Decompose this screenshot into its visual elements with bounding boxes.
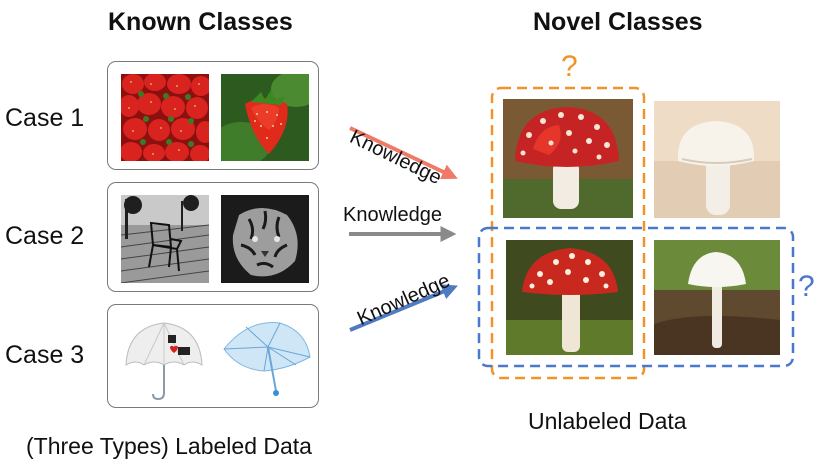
case-3-panel — [107, 304, 319, 408]
red-spotted-mushroom-icon — [506, 240, 633, 355]
known-classes-title: Known Classes — [108, 8, 293, 36]
case-1-panel — [107, 61, 319, 170]
tiger-icon — [221, 195, 309, 283]
case-1-label: Case 1 — [5, 104, 85, 132]
white-mushroom-icon — [654, 240, 780, 355]
case-2-label: Case 2 — [5, 222, 85, 250]
strawberry-icon — [221, 74, 309, 161]
knowledge-label-2: Knowledge — [343, 204, 442, 226]
orange-dashed-group — [490, 86, 646, 380]
orange-question-mark: ? — [561, 50, 578, 83]
red-spotted-mushroom-icon — [503, 99, 633, 218]
case-3-label: Case 3 — [5, 341, 85, 369]
umbrella-icon — [218, 313, 313, 403]
novel-classes-title: Novel Classes — [533, 8, 703, 36]
unlabeled-data-caption: Unlabeled Data — [528, 408, 687, 434]
white-mushroom-icon — [654, 101, 780, 218]
knowledge-arrow-1 — [349, 126, 458, 180]
chair-icon — [121, 195, 209, 283]
knowledge-arrow-3 — [349, 284, 458, 332]
strawberries-icon — [121, 74, 209, 161]
blue-dashed-group — [477, 226, 795, 368]
umbrella-icon — [118, 313, 210, 403]
case-2-panel — [107, 182, 319, 292]
blue-question-mark: ? — [798, 270, 815, 303]
labeled-data-caption: (Three Types) Labeled Data — [26, 433, 312, 459]
